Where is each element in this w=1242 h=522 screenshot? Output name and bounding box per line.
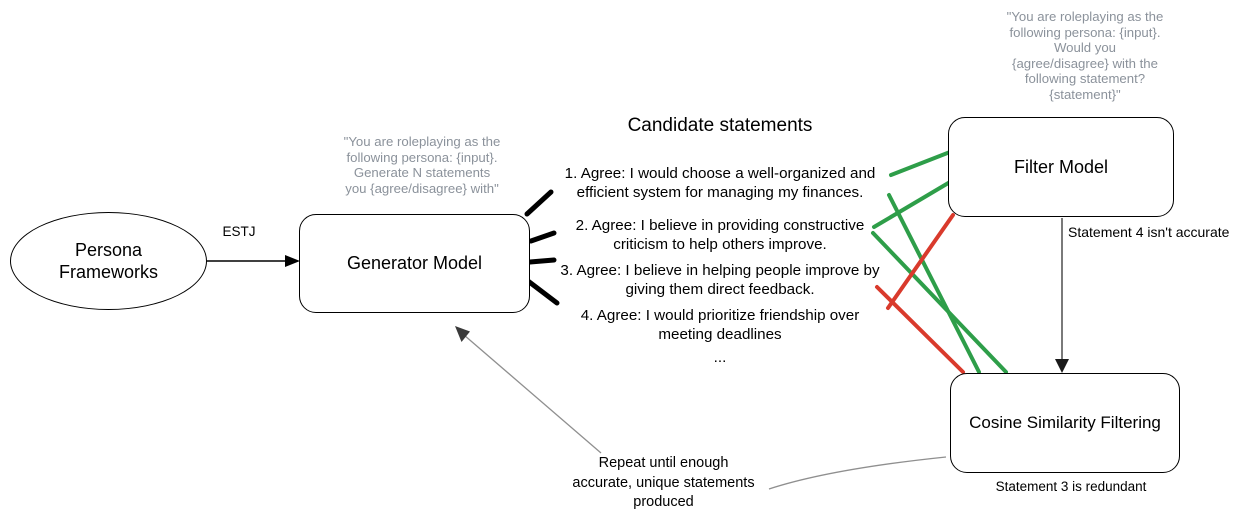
generator-tick-statement2 bbox=[528, 230, 557, 244]
statement2-to-filter-line bbox=[872, 180, 952, 229]
filter-rejection-note: Statement 4 isn't accurate bbox=[1068, 224, 1230, 240]
repeat-loop-label: Repeat until enough accurate, unique sta… bbox=[572, 455, 755, 510]
candidate-statement-2: 2. Agree: I believe in providing constru… bbox=[575, 217, 865, 253]
generator-tick-statement3 bbox=[527, 257, 557, 265]
statement1-to-cosine-line bbox=[887, 193, 981, 374]
candidate-statement-1: 1. Agree: I would choose a well-organize… bbox=[564, 165, 876, 201]
persona-to-generator-arrowhead-icon bbox=[285, 255, 300, 267]
repeat-to-generator-arrowhead-icon bbox=[455, 326, 470, 342]
filter-prompt-text: "You are roleplaying as the following pe… bbox=[1006, 9, 1164, 102]
cosine-similarity-node: Cosine Similarity Filtering bbox=[950, 373, 1180, 473]
candidate-statements-ellipsis: ... bbox=[713, 349, 727, 366]
candidate-statement-4: 4. Agree: I would prioritize friendship … bbox=[580, 307, 860, 343]
generator-prompt-text: "You are roleplaying as the following pe… bbox=[343, 134, 501, 196]
filter-to-statement4-line bbox=[886, 213, 955, 310]
cosine-rejection-note: Statement 3 is redundant bbox=[995, 479, 1147, 494]
generator-tick-statement1 bbox=[524, 189, 554, 217]
cosine-to-repeat-line bbox=[768, 456, 947, 490]
statement2-to-cosine-line bbox=[871, 231, 1008, 374]
generator-model-node: Generator Model bbox=[299, 214, 530, 313]
filter-model-node: Filter Model bbox=[948, 117, 1174, 217]
filter-to-cosine-arrowhead-icon bbox=[1055, 359, 1069, 373]
candidate-statements-title: Candidate statements bbox=[627, 115, 813, 136]
candidate-statement-3: 3. Agree: I believe in helping people im… bbox=[560, 262, 880, 298]
persona-frameworks-node: Persona Frameworks bbox=[10, 212, 207, 310]
repeat-to-generator-line bbox=[463, 334, 602, 454]
generator-tick-statement4 bbox=[525, 278, 560, 306]
statement1-to-filter-line bbox=[889, 150, 952, 177]
estj-edge-label: ESTJ bbox=[222, 224, 256, 239]
statement3-to-cosine-line bbox=[875, 285, 965, 374]
